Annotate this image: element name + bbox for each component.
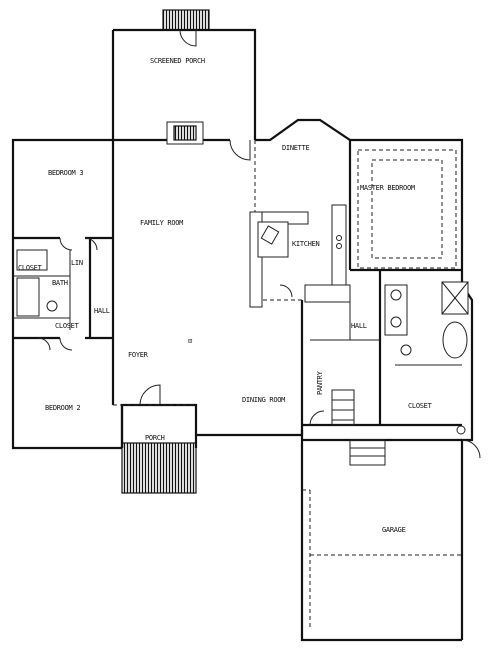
garage-doors xyxy=(302,489,462,630)
fireplace xyxy=(166,121,204,145)
label-bedroom-2: BEDROOM 2 xyxy=(45,404,80,412)
label-dining-room: DINING ROOM xyxy=(242,396,285,404)
tray-ceiling-inner xyxy=(371,159,443,259)
stairs xyxy=(331,389,386,466)
label-foyer: FOYER xyxy=(128,351,149,359)
dinette-outline xyxy=(254,140,302,301)
label-bath: BATH xyxy=(52,279,68,287)
master-bath-fixtures xyxy=(384,281,469,435)
label-family-room: FAMILY ROOM xyxy=(140,219,183,227)
label-closet-lower: CLOSET xyxy=(55,322,80,330)
label-master-closet: CLOSET xyxy=(408,402,433,410)
rear-steps xyxy=(162,9,210,31)
label-bedroom-3: BEDROOM 3 xyxy=(48,169,83,177)
bath-fixtures xyxy=(16,249,58,317)
front-steps xyxy=(121,442,197,494)
label-garage: GARAGE xyxy=(382,526,406,534)
label-linen: LIN xyxy=(71,259,83,267)
label-hall-right: HALL xyxy=(351,322,367,330)
label-pantry: PANTRY xyxy=(316,370,324,395)
label-screened-porch: SCREENED PORCH xyxy=(150,57,205,65)
fireplace-symbol: ⊡ xyxy=(188,337,192,345)
kitchen-fixtures xyxy=(249,204,351,308)
interior-walls xyxy=(13,138,462,442)
label-master-bedroom: MASTER BEDROOM xyxy=(360,184,415,192)
label-porch: PORCH xyxy=(145,434,165,442)
label-kitchen: KITCHEN xyxy=(292,240,319,248)
exterior-walls xyxy=(11,28,474,642)
label-dinette: DINETTE xyxy=(282,144,309,152)
doors xyxy=(37,29,481,459)
label-closet-upper: CLOSET xyxy=(18,264,43,272)
tray-ceiling-outer xyxy=(357,149,457,269)
label-hall-left: HALL xyxy=(94,307,110,315)
